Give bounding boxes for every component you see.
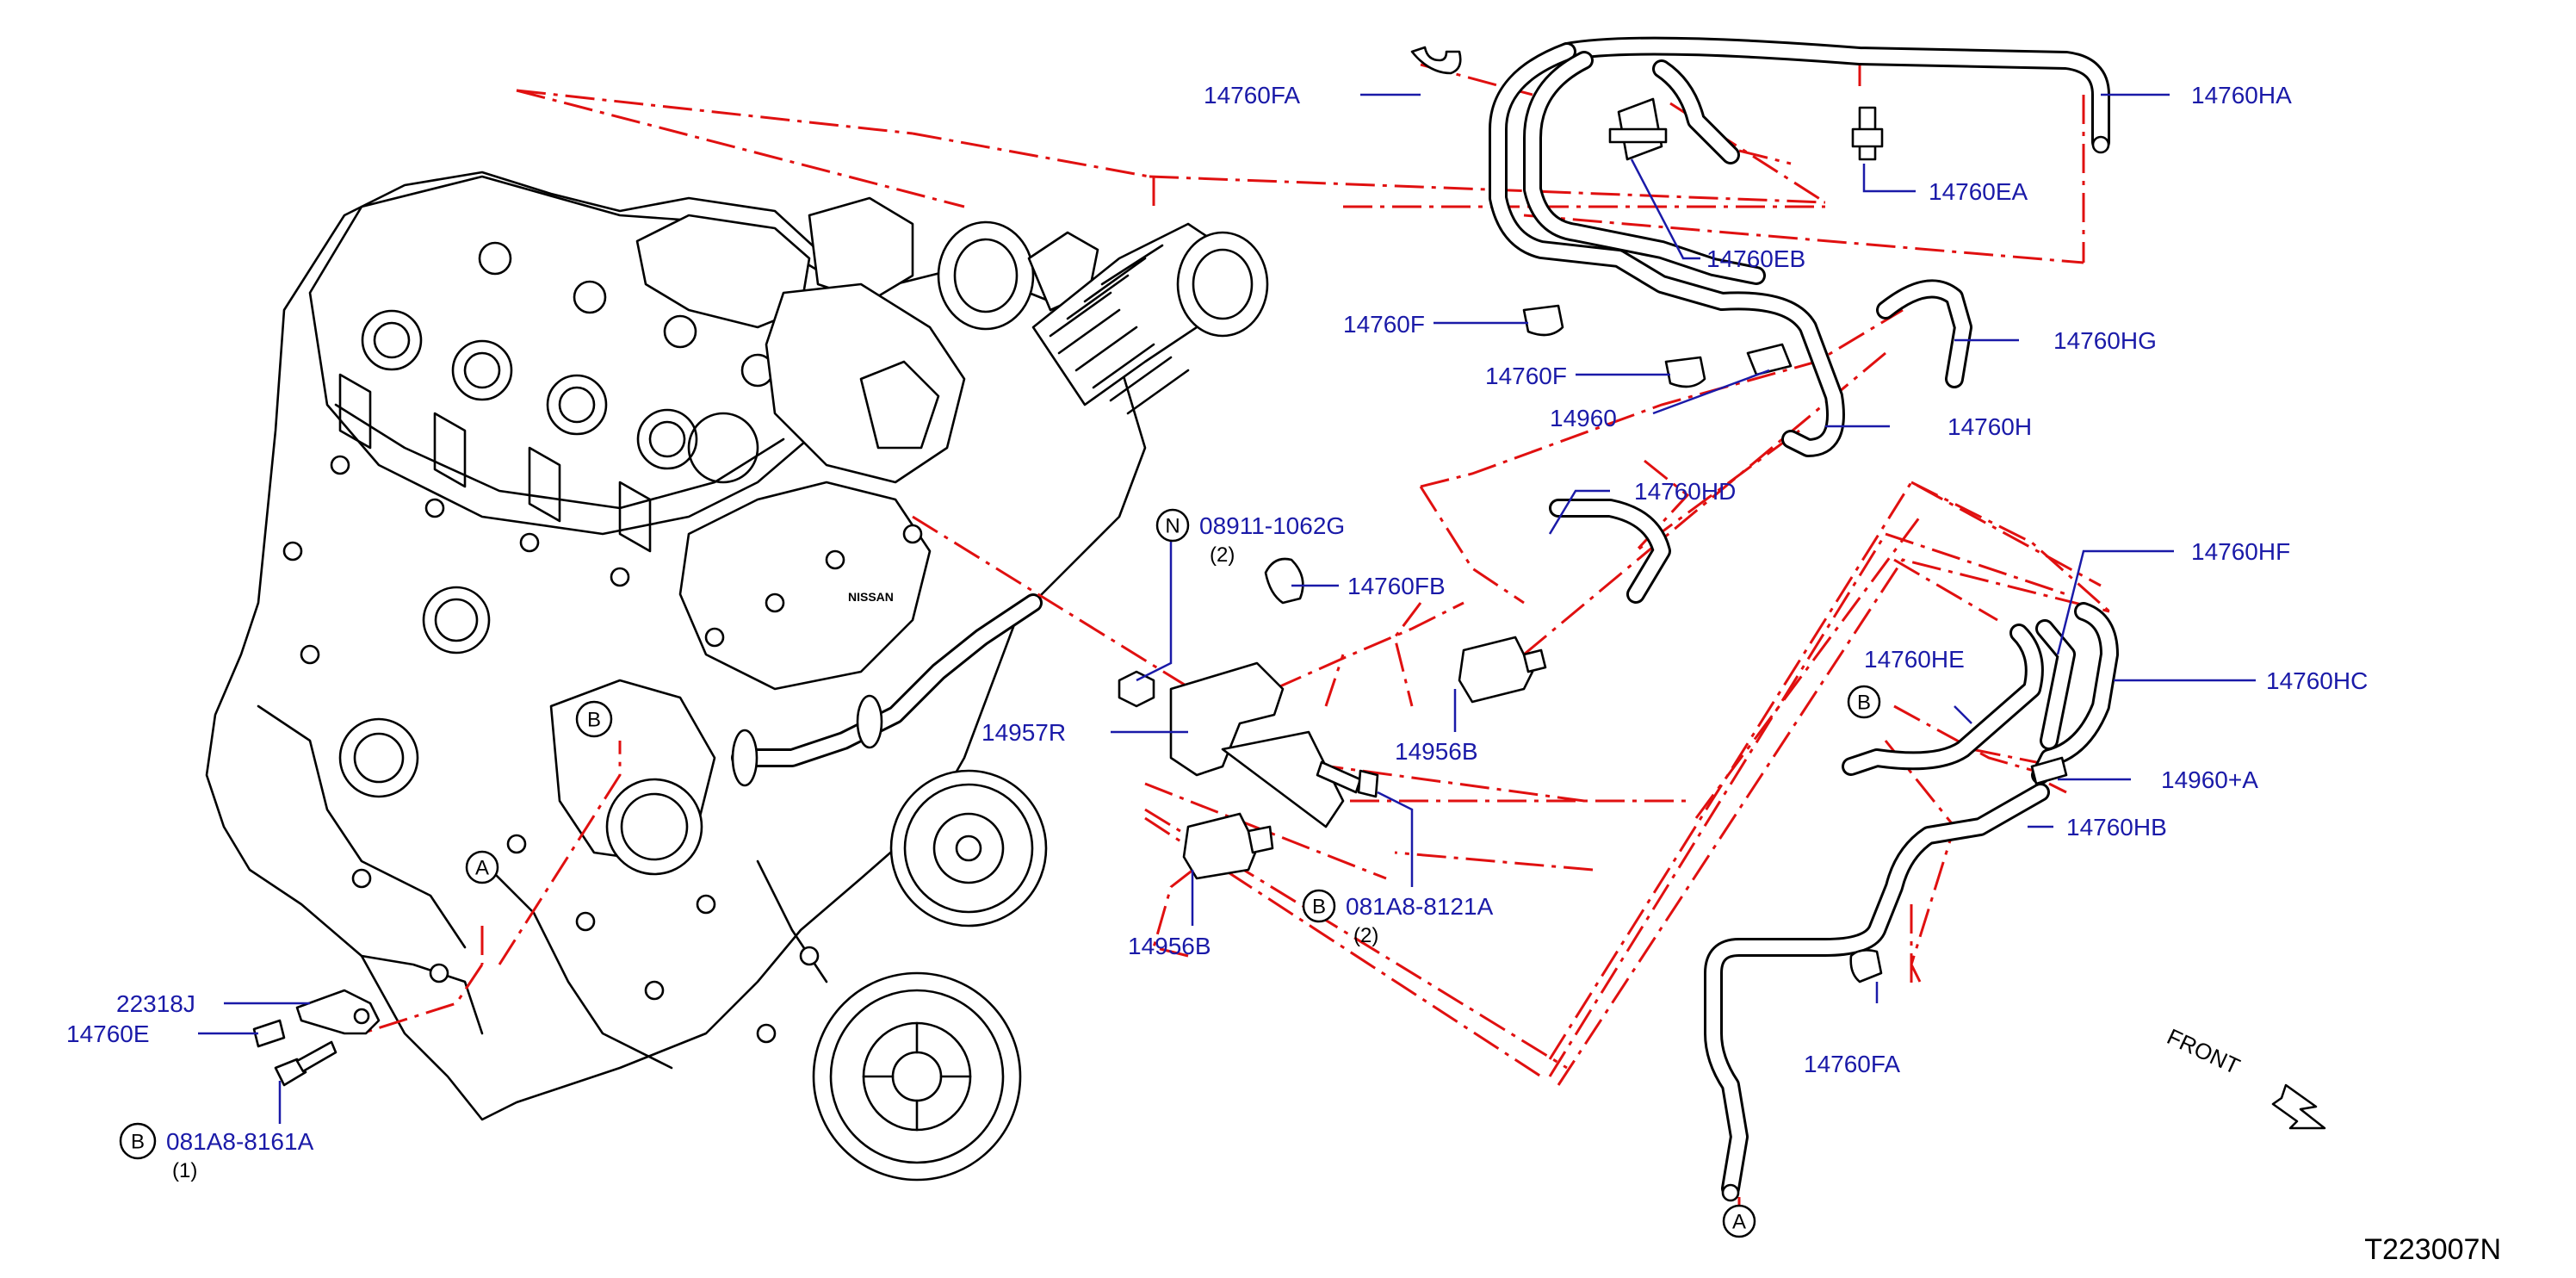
qty-08911-1062G: (2) xyxy=(1210,543,1235,567)
label-22318J: 22318J xyxy=(116,990,195,1017)
marker-b-8121a-text: B xyxy=(1312,896,1326,919)
marker-b-8121a: B xyxy=(1302,889,1336,923)
label-14760EB: 14760EB xyxy=(1706,245,1805,272)
label-14760HF: 14760HF xyxy=(2191,538,2290,565)
label-14960-plus-A: 14960+A xyxy=(2161,766,2258,793)
ref-marker-a-top: A xyxy=(465,850,499,884)
label-14760FA-bottom: 14760FA xyxy=(1804,1051,1900,1077)
ref-marker-b-engine: B xyxy=(575,700,613,738)
label-14760HB: 14760HB xyxy=(2066,814,2167,841)
label-14956B-upper: 14956B xyxy=(1395,738,1478,765)
label-14760E: 14760E xyxy=(66,1021,150,1047)
marker-b-8161a: B xyxy=(119,1122,157,1160)
label-14760FA-top: 14760FA xyxy=(1204,82,1300,109)
label-081A8-8161A: 081A8-8161A xyxy=(166,1128,314,1155)
ref-marker-a-top-text: A xyxy=(475,857,489,880)
label-14760HG: 14760HG xyxy=(2053,327,2157,354)
ref-marker-a-bottom: A xyxy=(1722,1204,1756,1238)
ref-marker-b-hose-text: B xyxy=(1857,692,1871,715)
label-14957R: 14957R xyxy=(981,719,1066,746)
label-081A8-8121A: 081A8-8121A xyxy=(1346,893,1494,920)
diagram-code: T223007N xyxy=(2364,1233,2501,1266)
small-parts xyxy=(252,46,2110,1202)
label-14760HD: 14760HD xyxy=(1634,478,1736,505)
qty-081A8-8161A: (1) xyxy=(172,1159,197,1182)
label-14956B-lower: 14956B xyxy=(1128,933,1211,959)
hoses xyxy=(1489,36,2119,1198)
label-14760HC: 14760HC xyxy=(2266,667,2368,694)
label-14760FB: 14760FB xyxy=(1347,573,1446,599)
ref-marker-a-bottom-text: A xyxy=(1732,1211,1746,1234)
label-14760HA: 14760HA xyxy=(2191,82,2292,109)
label-08911-1062G: 08911-1062G xyxy=(1199,512,1345,539)
front-label: FRONT xyxy=(2163,1023,2244,1079)
front-arrow-icon xyxy=(2271,1083,2326,1130)
leader-lines xyxy=(198,93,2256,1124)
qty-081A8-8121A: (2) xyxy=(1353,924,1378,947)
marker-n-08911: N xyxy=(1155,508,1190,543)
label-14960: 14960 xyxy=(1550,405,1617,431)
label-14760F-2: 14760F xyxy=(1485,363,1567,389)
front-indicator: FRONT xyxy=(2163,1023,2326,1130)
label-14760H: 14760H xyxy=(1947,413,2032,440)
ref-marker-b-engine-text: B xyxy=(587,709,601,732)
label-14760HE: 14760HE xyxy=(1864,646,1965,673)
ref-marker-b-hose: B xyxy=(1847,685,1881,719)
label-14760EA: 14760EA xyxy=(1929,178,2028,205)
part-labels: 14760FA 14760HA 14760EA 14760EB 14760F 1… xyxy=(66,82,2368,1182)
svg-text:NISSAN: NISSAN xyxy=(848,590,894,604)
marker-b-8161a-text: B xyxy=(131,1131,145,1154)
marker-n-text: N xyxy=(1165,515,1180,538)
label-14760F-1: 14760F xyxy=(1343,311,1425,338)
engine-assembly: NISSAN xyxy=(205,171,1269,1182)
